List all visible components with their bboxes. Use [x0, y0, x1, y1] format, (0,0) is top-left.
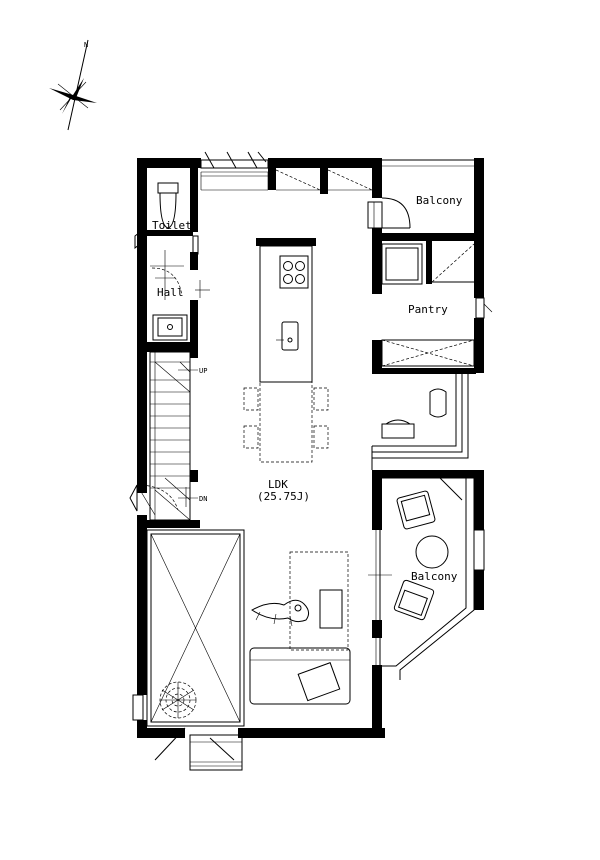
interior-walls — [147, 168, 200, 528]
entry-steps — [154, 727, 243, 771]
exterior-walls — [137, 158, 484, 738]
stair-up-label: UP — [199, 367, 207, 375]
balcony-top: Balcony — [367, 194, 463, 229]
dining-set — [243, 381, 329, 463]
ldk-label: LDK — [268, 478, 288, 491]
living-area — [249, 551, 351, 705]
pantry-label: Pantry — [408, 303, 448, 316]
entrance-area — [132, 529, 245, 727]
stepped-seating — [371, 374, 469, 470]
balcony-right-label: Balcony — [411, 570, 458, 583]
hall-label: Hall — [157, 286, 184, 299]
ldk-area-label: (25.75J) — [257, 490, 310, 503]
hall-area: Hall — [150, 250, 210, 341]
staircase: UP DN — [129, 351, 207, 521]
balcony-top-label: Balcony — [416, 194, 463, 207]
north-label: N — [84, 41, 88, 49]
top-windows — [200, 151, 373, 191]
balcony-right: Balcony — [368, 477, 485, 680]
compass-icon: N — [49, 39, 97, 131]
kitchen-island — [256, 238, 316, 383]
toilet-label: Toilet — [152, 219, 192, 232]
pet-dog-icon — [251, 599, 310, 627]
plant-icon — [159, 681, 197, 719]
stair-down-label: DN — [199, 495, 207, 503]
pantry-room: Pantry — [372, 241, 493, 374]
toilet-room: Toilet — [134, 182, 199, 255]
